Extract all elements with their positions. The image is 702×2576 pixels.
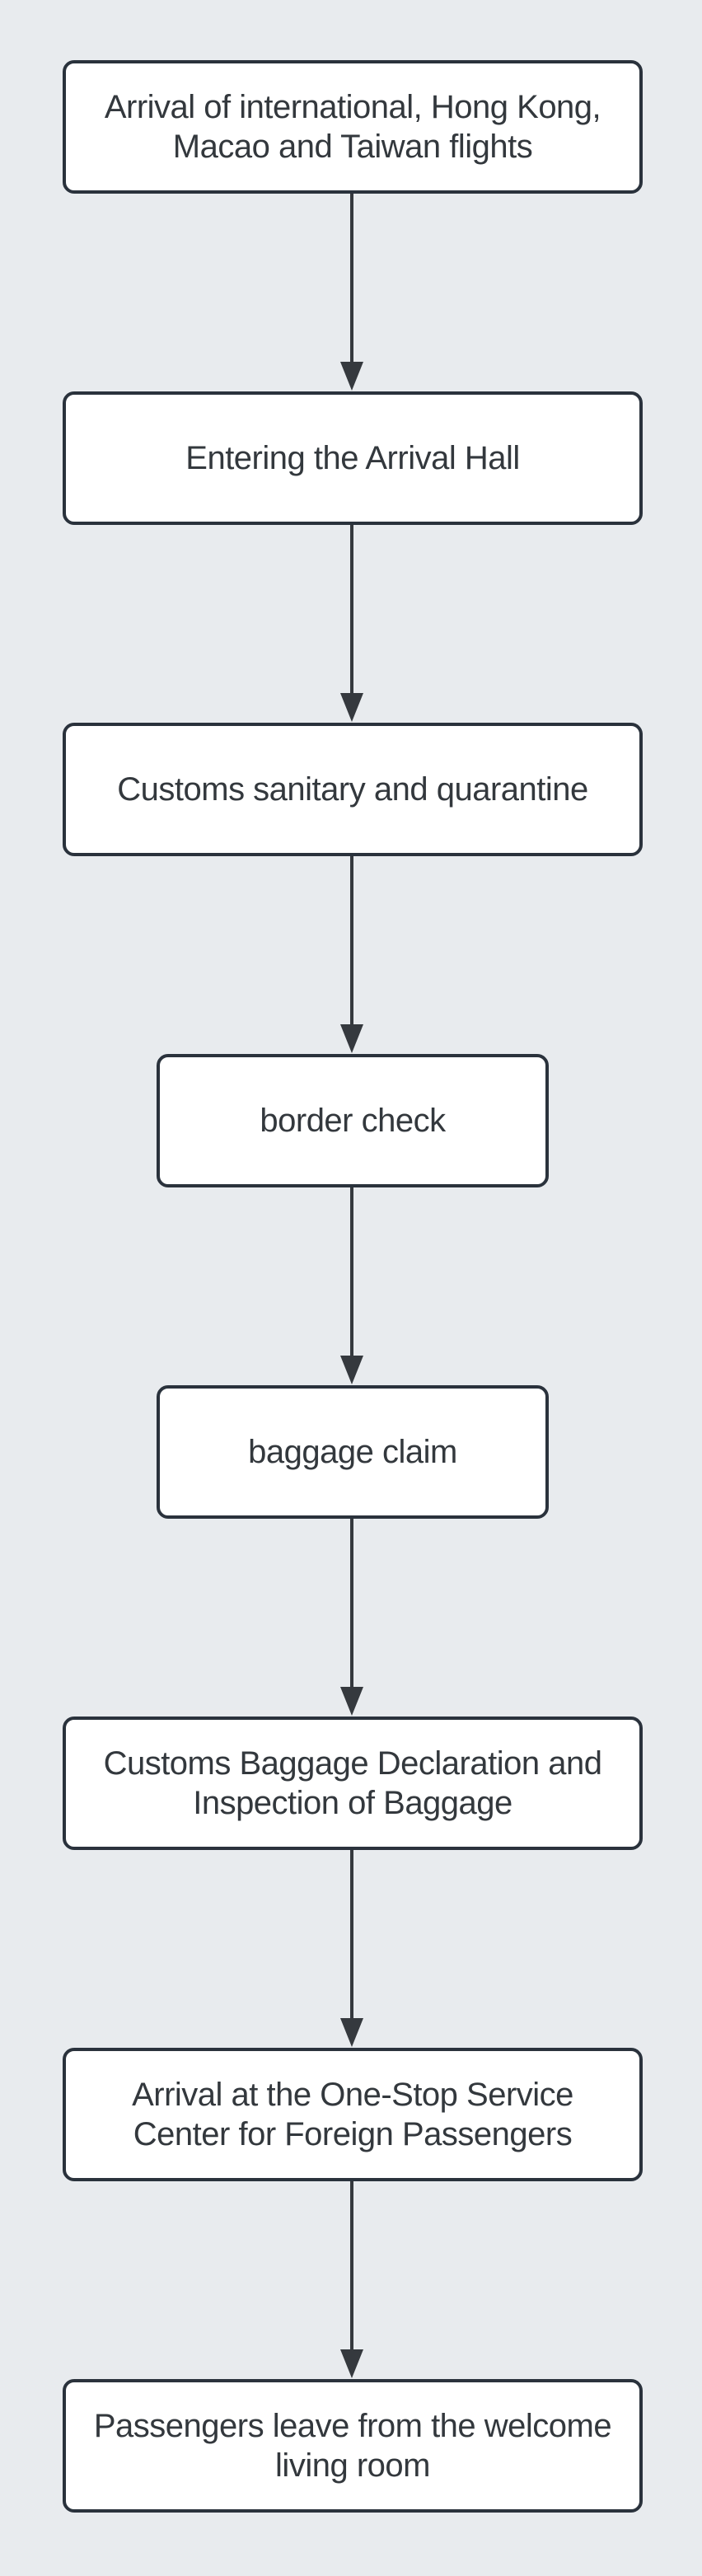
node-label: Customs Baggage Declaration and Inspecti…: [103, 1745, 602, 1821]
arrowhead-icon: [340, 693, 363, 722]
arrow-n1-n2: [340, 194, 363, 391]
arrowhead-icon: [340, 2018, 363, 2047]
arrowhead-icon: [340, 1687, 363, 1716]
arrowhead-icon: [340, 362, 363, 391]
node-one-stop-service: Arrival at the One-Stop Service Center f…: [63, 2048, 643, 2181]
arrow-n5-n6: [340, 1519, 363, 1716]
arrow-n7-n8: [340, 2181, 363, 2378]
node-border-check: border check: [157, 1054, 549, 1187]
node-arrival-flights: Arrival of international, Hong Kong, Mac…: [63, 60, 643, 194]
arrow-n6-n7: [340, 1850, 363, 2047]
node-passengers-leave: Passengers leave from the welcome living…: [63, 2379, 643, 2513]
node-arrival-hall: Entering the Arrival Hall: [63, 391, 643, 525]
arrowhead-icon: [340, 2349, 363, 2378]
node-label: Arrival at the One-Stop Service Center f…: [132, 2077, 573, 2152]
node-label: Passengers leave from the welcome living…: [93, 2408, 612, 2484]
node-customs-declaration: Customs Baggage Declaration and Inspecti…: [63, 1717, 643, 1850]
node-label: baggage claim: [248, 1434, 457, 1470]
node-label: Customs sanitary and quarantine: [117, 771, 588, 808]
arrow-n2-n3: [340, 525, 363, 722]
arrow-n3-n4: [340, 856, 363, 1053]
node-label: Entering the Arrival Hall: [185, 440, 520, 476]
node-baggage-claim: baggage claim: [157, 1385, 549, 1519]
arrowhead-icon: [340, 1024, 363, 1053]
node-label: border check: [260, 1103, 446, 1139]
node-customs-quarantine: Customs sanitary and quarantine: [63, 723, 643, 856]
node-label: Arrival of international, Hong Kong, Mac…: [104, 89, 601, 165]
arrowhead-icon: [340, 1356, 363, 1384]
arrow-n4-n5: [340, 1187, 363, 1384]
